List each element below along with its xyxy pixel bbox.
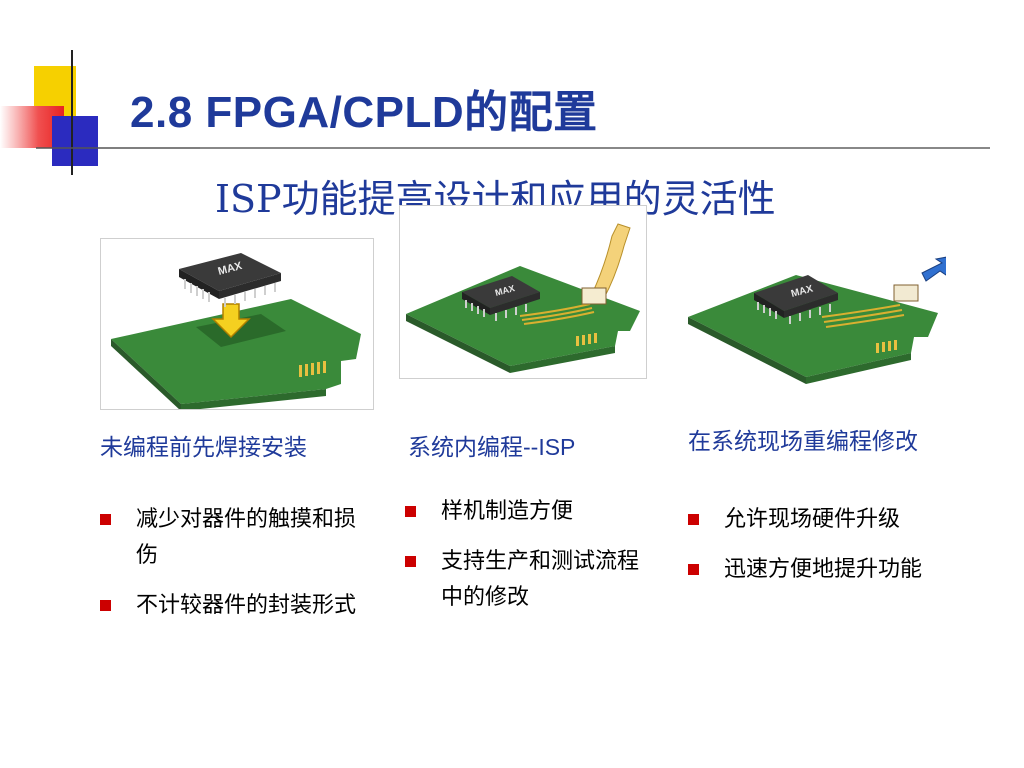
corner-decoration <box>0 0 1000 180</box>
caption-column-3: 在系统现场重编程修改 <box>688 429 918 455</box>
bullet-square-icon <box>688 514 699 525</box>
figure-solder-before-programming: MAX <box>100 238 374 411</box>
list-item: 不计较器件的封装形式 <box>100 588 360 624</box>
list-item: 允许现场硬件升级 <box>688 502 988 538</box>
bullet-square-icon <box>405 556 416 567</box>
bullet-list-column-3: 允许现场硬件升级 迅速方便地提升功能 <box>688 502 988 602</box>
bullet-square-icon <box>100 514 111 525</box>
bullet-square-icon <box>405 506 416 517</box>
list-item: 迅速方便地提升功能 <box>688 552 988 588</box>
figure-in-system-programming: MAX <box>399 205 647 379</box>
bullet-list-column-1: 减少对器件的触摸和损伤 不计较器件的封装形式 <box>100 502 360 638</box>
list-item: 减少对器件的触摸和损伤 <box>100 502 360 574</box>
bullet-square-icon <box>100 600 111 611</box>
list-item: 支持生产和测试流程中的修改 <box>405 544 645 616</box>
caption-column-1: 未编程前先焊接安装 <box>100 435 307 461</box>
page-title: 2.8 FPGA/CPLD的配置 <box>130 88 598 137</box>
list-item: 样机制造方便 <box>405 494 645 530</box>
bullet-square-icon <box>688 564 699 575</box>
figure-field-reprogramming: MAX <box>686 245 959 395</box>
title-underline <box>200 147 990 149</box>
bullet-list-column-2: 样机制造方便 支持生产和测试流程中的修改 <box>405 494 645 630</box>
caption-column-2: 系统内编程--ISP <box>408 434 576 460</box>
